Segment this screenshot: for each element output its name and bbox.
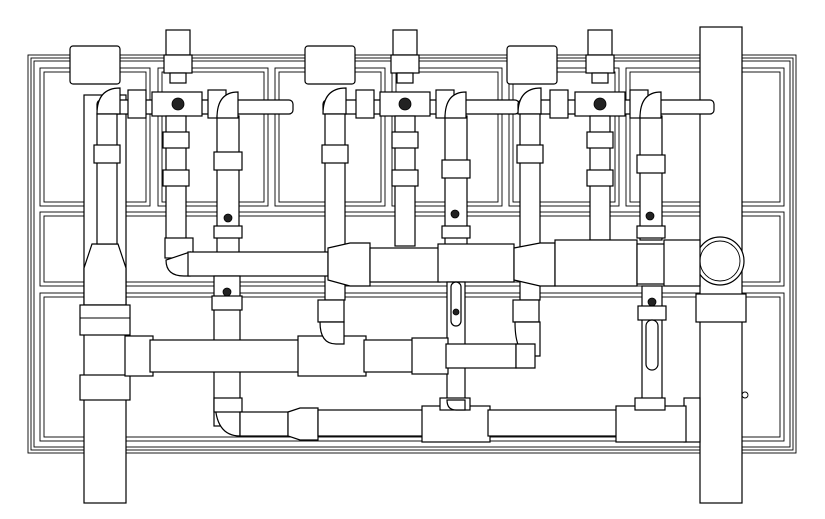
lower-header-pipe [124, 321, 541, 377]
placards [69, 45, 558, 85]
valve-assembly-2 [321, 29, 520, 301]
bottom-panel [39, 292, 785, 442]
valve-assembly-1 [93, 29, 294, 259]
valve-assembly-3 [516, 29, 715, 301]
bottom-header-pipe [213, 397, 687, 443]
middle-header-pipe [164, 237, 701, 287]
